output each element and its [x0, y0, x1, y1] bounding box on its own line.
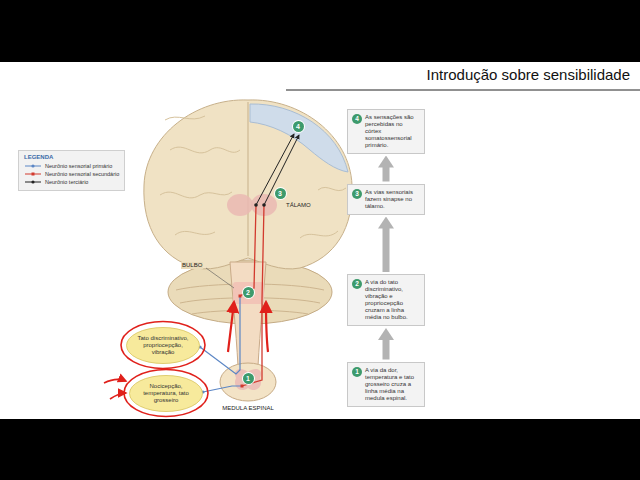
hand-drawn-annotation	[228, 302, 234, 352]
node-text: As sensações são percebidas no córtex so…	[365, 114, 420, 149]
cerebrum	[300, 231, 338, 238]
leader-line	[206, 268, 234, 288]
tertiary-neuron	[256, 134, 294, 205]
step-arrow	[383, 339, 390, 360]
step-box: 1A via da dor, temperatura e tato grosse…	[347, 362, 425, 407]
node-text: As vias sensoriais fazem sinapse no tála…	[365, 189, 420, 210]
brainstem	[233, 282, 264, 304]
legend-text: Neurônio sensorial secundário	[45, 170, 119, 178]
step-number: 2	[352, 279, 362, 289]
node-text: Tato discriminativo, propriocepção, vibr…	[137, 335, 189, 356]
node-text: A via do tato discriminativo, vibração e…	[365, 279, 420, 321]
structure-label: TÁLAMO	[285, 202, 312, 209]
legend-row: Neurônio terciário	[24, 178, 119, 186]
cerebrum	[318, 187, 346, 190]
legend-line	[25, 174, 41, 175]
cerebrum	[144, 100, 352, 269]
legend-line-sample	[24, 171, 42, 177]
tertiary-neuron	[254, 134, 299, 207]
slide-title: Introdução sobre sensibilidade	[427, 66, 630, 83]
step-number: 1	[352, 367, 362, 377]
leader-line	[206, 268, 234, 288]
screen-background	[0, 62, 640, 419]
legend-box: LEGENDANeurônio sensorial primárioNeurôn…	[18, 150, 125, 191]
hand-drawn-annotation	[104, 379, 126, 383]
legend-text: Neurônio sensorial primário	[45, 162, 112, 170]
cerebrum	[248, 102, 249, 256]
brainstem	[230, 262, 266, 366]
tertiary-neuron	[262, 203, 266, 207]
structure-label: MEDULA ESPINAL	[221, 405, 275, 412]
legend-line-sample	[24, 179, 42, 185]
sensation-oval: Nocicepção, temperatura, tato grosseiro	[129, 375, 203, 412]
sensation-oval: Tato discriminativo, propriocepção, vibr…	[126, 327, 200, 364]
primary-neuron	[200, 296, 240, 374]
cerebrum	[250, 104, 348, 172]
callout-number: 1	[243, 373, 254, 384]
legend-mark	[31, 164, 34, 167]
cerebrum	[175, 231, 215, 235]
thalamus	[227, 194, 277, 216]
legend-row: Neurônio sensorial secundário	[24, 170, 119, 178]
node-text: Nocicepção, temperatura, tato grosseiro	[140, 383, 192, 404]
node-text: A via da dor, temperatura e tato grossei…	[365, 367, 420, 402]
title-rule	[286, 90, 640, 91]
spinal-cord-section	[235, 369, 261, 390]
legend-mark	[31, 180, 34, 183]
legend-text: Neurônio terciário	[45, 178, 88, 186]
cerebrum	[144, 100, 352, 269]
cerebrum	[165, 116, 205, 120]
callout-number: 4	[293, 121, 304, 132]
thalamus	[227, 194, 253, 216]
legend-line-sample	[24, 163, 42, 169]
step-number: 3	[352, 189, 362, 199]
brainstem	[230, 262, 266, 366]
hand-drawn-annotation	[266, 302, 268, 352]
callout-number: 2	[243, 287, 254, 298]
legend-row: Neurônio sensorial primário	[24, 162, 119, 170]
tertiary-neuron	[254, 203, 258, 207]
primary-neuron	[203, 386, 242, 392]
step-arrow	[383, 167, 390, 182]
step-arrow	[383, 228, 390, 273]
secondary-neuron	[240, 205, 256, 296]
hand-drawn-ring	[121, 322, 205, 369]
oval-shape	[127, 327, 200, 363]
tertiary-neuron	[264, 135, 299, 205]
hand-drawn-ring	[124, 370, 208, 417]
cerebrum	[170, 147, 240, 153]
step-box: 4As sensações são percebidas no córtex s…	[347, 109, 425, 154]
step-number: 4	[352, 114, 362, 124]
secondary-neuron	[241, 385, 244, 388]
oval-shape	[130, 375, 203, 411]
legend-mark	[32, 173, 35, 176]
secondary-neuron	[239, 295, 242, 298]
secondary-neuron	[242, 205, 264, 386]
secondary-neuron	[239, 205, 265, 388]
step-box: 3As vias sensoriais fazem sinapse no tál…	[347, 184, 425, 215]
structure-label: BULBO	[181, 262, 203, 269]
callout-number: 3	[275, 188, 286, 199]
step-box: 2A via do tato discriminativo, vibração …	[347, 274, 425, 326]
cerebrum	[160, 192, 232, 198]
legend-heading: LEGENDA	[24, 154, 119, 160]
